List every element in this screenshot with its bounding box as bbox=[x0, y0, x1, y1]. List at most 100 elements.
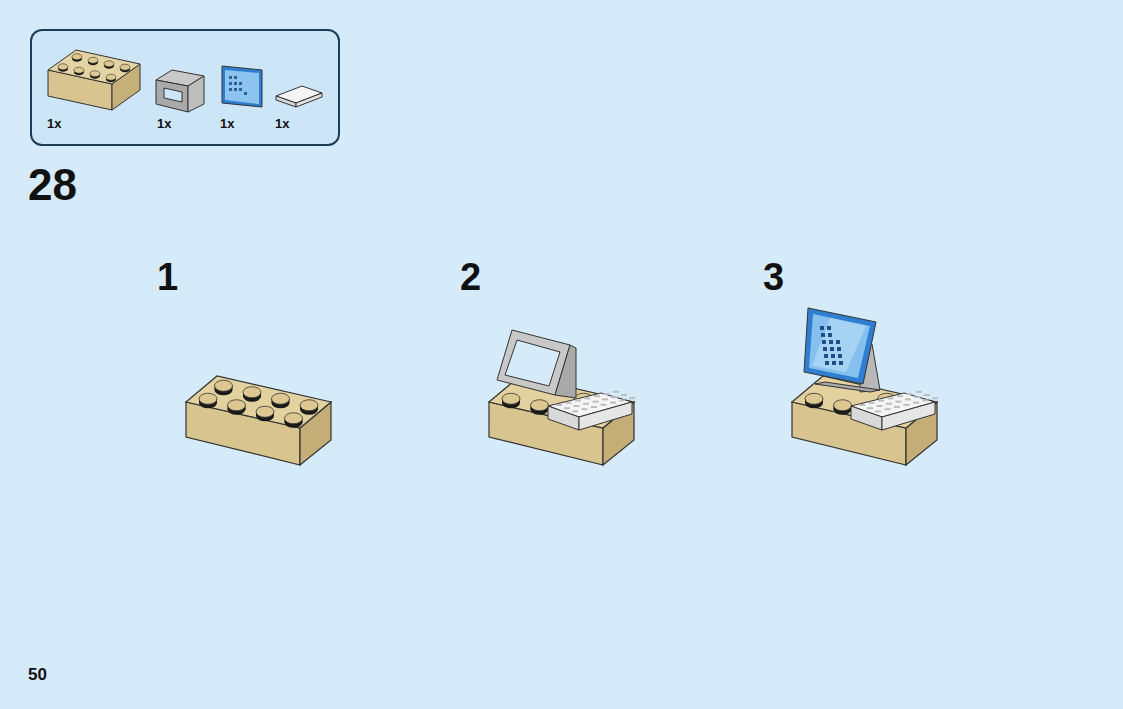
key bbox=[601, 404, 607, 406]
key bbox=[907, 393, 913, 395]
screen-dot bbox=[820, 326, 824, 330]
stud bbox=[502, 393, 520, 404]
substep-number: 1 bbox=[157, 258, 178, 296]
screen-dot bbox=[823, 347, 827, 351]
part-keyboard bbox=[276, 86, 322, 107]
screen-dot bbox=[837, 347, 841, 351]
key bbox=[877, 405, 883, 407]
screen-dot bbox=[836, 340, 840, 344]
key bbox=[875, 410, 881, 412]
key bbox=[593, 401, 599, 403]
stand-and-keyboard bbox=[497, 330, 635, 430]
key bbox=[894, 406, 900, 408]
substep-number: 3 bbox=[763, 258, 784, 296]
stud bbox=[272, 393, 290, 404]
brick bbox=[792, 376, 937, 465]
key bbox=[582, 408, 588, 410]
computer bbox=[804, 308, 938, 430]
stud bbox=[120, 64, 130, 70]
key bbox=[915, 396, 921, 398]
key bbox=[886, 403, 892, 405]
stud bbox=[531, 400, 549, 411]
callout-fill bbox=[31, 30, 339, 145]
page-number: 50 bbox=[28, 666, 47, 683]
screen-dot bbox=[825, 361, 829, 365]
screen-dot bbox=[821, 333, 825, 337]
key bbox=[878, 400, 884, 402]
key bbox=[885, 408, 891, 410]
stud bbox=[199, 393, 217, 404]
screen-dot bbox=[824, 354, 828, 358]
key bbox=[896, 401, 902, 403]
key bbox=[613, 391, 619, 393]
brick bbox=[186, 376, 331, 465]
stud bbox=[805, 393, 823, 404]
key bbox=[594, 395, 600, 397]
part-count: 1x bbox=[47, 117, 61, 130]
key bbox=[566, 402, 572, 404]
key bbox=[583, 403, 589, 405]
stud bbox=[58, 64, 68, 70]
key bbox=[916, 391, 922, 393]
key bbox=[924, 394, 930, 396]
stud bbox=[228, 400, 246, 411]
part-count: 1x bbox=[157, 117, 171, 130]
key bbox=[575, 400, 581, 402]
key bbox=[572, 410, 578, 412]
screen-dot bbox=[827, 326, 831, 330]
key bbox=[905, 398, 911, 400]
stud bbox=[300, 400, 318, 411]
key bbox=[629, 397, 635, 399]
stud bbox=[256, 406, 274, 417]
key bbox=[867, 407, 873, 409]
key bbox=[913, 402, 919, 404]
key bbox=[923, 399, 929, 401]
key bbox=[869, 402, 875, 404]
stud bbox=[90, 71, 100, 77]
key bbox=[585, 397, 591, 399]
key bbox=[897, 395, 903, 397]
key bbox=[556, 404, 562, 406]
screen-dot bbox=[829, 340, 833, 344]
screen-dot bbox=[828, 333, 832, 337]
part-brick bbox=[48, 50, 140, 110]
part-stand bbox=[156, 70, 204, 112]
key bbox=[620, 399, 626, 401]
screen-dot bbox=[830, 347, 834, 351]
brick-side bbox=[300, 402, 331, 465]
screen-dot bbox=[832, 361, 836, 365]
key bbox=[612, 396, 618, 398]
part-count: 1x bbox=[220, 117, 234, 130]
key bbox=[574, 405, 580, 407]
part-screen bbox=[222, 66, 262, 107]
step-number: 28 bbox=[28, 163, 77, 207]
key bbox=[602, 398, 608, 400]
stud bbox=[72, 54, 82, 60]
stud bbox=[74, 67, 84, 73]
key bbox=[904, 404, 910, 406]
stud bbox=[106, 74, 116, 80]
stud bbox=[104, 61, 114, 67]
screen-dot bbox=[838, 354, 842, 358]
stud bbox=[243, 387, 261, 398]
stud bbox=[88, 57, 98, 63]
stud bbox=[285, 413, 303, 424]
key bbox=[591, 406, 597, 408]
part-count: 1x bbox=[275, 117, 289, 130]
brick-top bbox=[186, 376, 331, 428]
screen-dot bbox=[831, 354, 835, 358]
stud bbox=[215, 380, 233, 391]
substep-number: 2 bbox=[460, 258, 481, 296]
screen-dot bbox=[839, 361, 843, 365]
parts-callout: 1x 1x 1x 1x bbox=[30, 29, 340, 146]
key bbox=[932, 397, 938, 399]
screen-dot bbox=[822, 340, 826, 344]
key bbox=[604, 393, 610, 395]
key bbox=[859, 404, 865, 406]
key bbox=[888, 397, 894, 399]
stud bbox=[834, 400, 852, 411]
key bbox=[621, 394, 627, 396]
key bbox=[610, 402, 616, 404]
key bbox=[564, 407, 570, 409]
